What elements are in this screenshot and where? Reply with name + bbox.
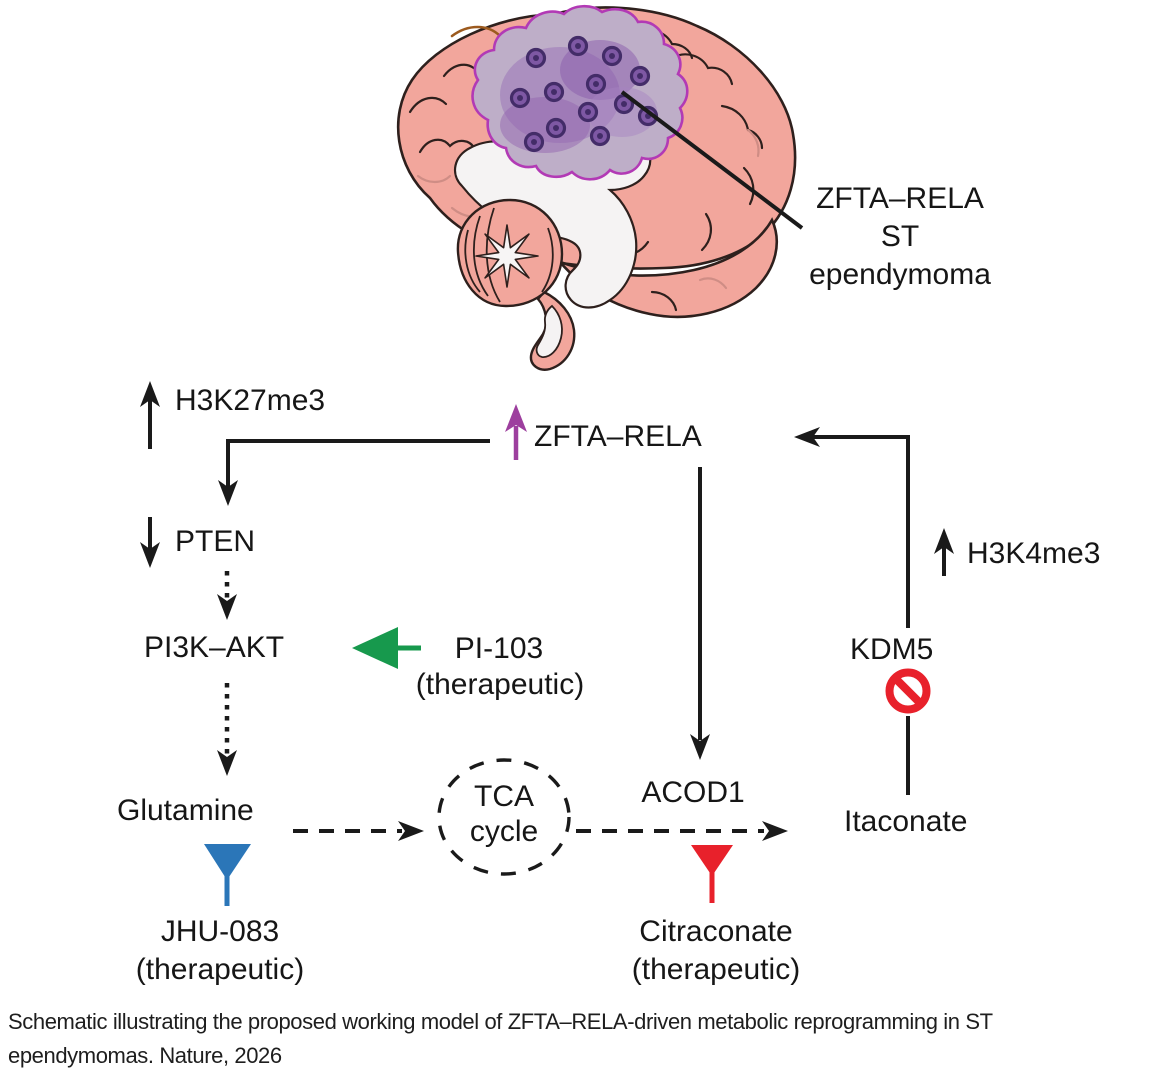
node-itaconate: Itaconate (844, 805, 968, 838)
callout-line2: ST (880, 220, 920, 253)
brain-illustration (396, 4, 804, 371)
tca-line2: cycle (469, 815, 539, 848)
h3k27me3-up-arrow (140, 381, 160, 449)
callout-line1: ZFTA–RELA (816, 182, 984, 215)
node-pi103: PI-103 (454, 632, 544, 665)
jhu083-label: JHU-083 (160, 915, 280, 948)
node-citraconate: Citraconate (therapeutic) (601, 913, 831, 989)
node-pten: PTEN (175, 525, 256, 558)
kdm5-to-zfta-feedback-arrow (794, 427, 910, 628)
kdm5-inhibition-icon (885, 668, 931, 714)
jhu083-inhibitor-icon (204, 844, 251, 906)
caption-line2: ependymomas. Nature, 2026 (8, 1043, 282, 1068)
node-kdm5: KDM5 (850, 633, 934, 666)
node-h3k4me3: H3K4me3 (967, 537, 1101, 570)
node-pi3k-akt: PI3K–AKT (144, 631, 285, 664)
tumor-callout-label: ZFTA–RELA ST ependymoma (786, 180, 1014, 294)
citraconate-sublabel: (therapeutic) (631, 953, 801, 986)
node-acod1: ACOD1 (641, 776, 745, 809)
tca-cycle-dashed-circle (437, 758, 571, 876)
tumor-mass (471, 4, 689, 181)
node-zfta-rela: ZFTA–RELA (534, 420, 702, 453)
tumor-pointer-line (620, 90, 804, 230)
node-pi103-sub: (therapeutic) (415, 668, 585, 701)
zfta-rela-up-arrow (505, 404, 527, 460)
tumor-cells (509, 35, 659, 153)
node-glutamine: Glutamine (117, 794, 254, 827)
jhu083-sublabel: (therapeutic) (135, 953, 305, 986)
citraconate-inhibitor-icon (691, 845, 733, 903)
node-jhu083: JHU-083 (therapeutic) (115, 913, 325, 989)
node-h3k27me3: H3K27me3 (175, 384, 326, 417)
zfta-to-pten-arrow (218, 439, 490, 506)
caption-line1: Schematic illustrating the proposed work… (8, 1009, 993, 1034)
citraconate-label: Citraconate (639, 915, 793, 948)
cerebellum-star (475, 224, 539, 288)
tca-to-itaconate-dashed-arrow (576, 821, 788, 841)
callout-line3: ependymoma (809, 258, 991, 291)
node-tca-cycle: TCA cycle (434, 779, 574, 849)
zfta-to-acod1-arrow (690, 467, 710, 760)
pten-down-arrow (140, 517, 160, 568)
figure-caption: Schematic illustrating the proposed work… (8, 1005, 1158, 1073)
h3k4me3-up-arrow (934, 528, 954, 576)
pten-to-pi3k-dotted-arrow (217, 571, 237, 620)
glutamine-to-tca-dashed-arrow (293, 821, 424, 841)
pi3k-to-glutamine-dotted-arrow (217, 683, 237, 776)
cerebellum (456, 198, 564, 308)
tca-line1: TCA (474, 780, 534, 813)
pi103-inhibitor-icon (352, 627, 421, 669)
